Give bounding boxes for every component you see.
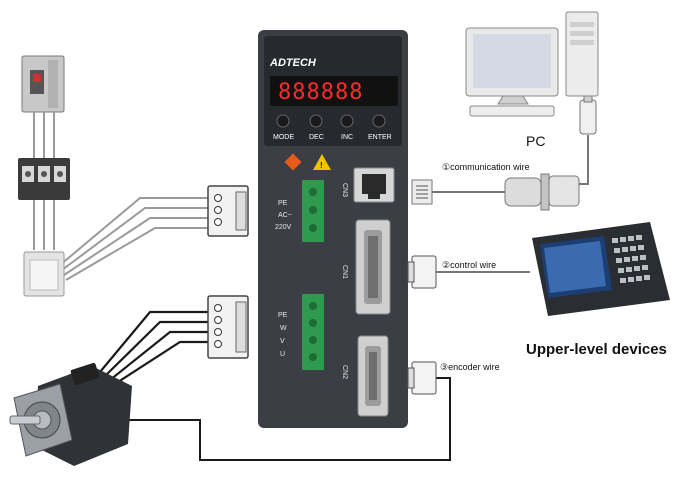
power-terminal-block (302, 180, 324, 242)
mode-button[interactable] (276, 114, 290, 128)
power-label-220v: 220V (275, 224, 292, 231)
breaker-links (33, 112, 55, 250)
enter-button[interactable] (372, 114, 386, 128)
usb-plug (579, 93, 597, 135)
cn1-port (355, 219, 391, 315)
mode-button-group (276, 114, 386, 128)
control-plug (407, 255, 437, 289)
cn2-port (357, 335, 389, 417)
communication-wire-label: ①communication wire (442, 162, 530, 172)
rj45-plug (411, 179, 433, 205)
circuit-breaker (21, 55, 65, 113)
power-plug-connector (207, 185, 249, 237)
motor-plug-connector (207, 295, 249, 359)
button-label-enter: ENTER (368, 134, 392, 141)
motor-terminal-block (302, 294, 324, 370)
driver-brand: ADTECH (269, 57, 317, 69)
power-label-ac: AC~ (278, 212, 292, 219)
cn3-port (353, 167, 395, 203)
encoder-wire-label: ③encoder wire (440, 362, 500, 372)
servo-driver: ADTECH 888888 MODE DEC INC ENTER ! PE (258, 30, 408, 428)
servo-motor (9, 362, 132, 466)
cnc-controller (532, 222, 670, 316)
encoder-plug (407, 361, 437, 395)
pc-label: PC (526, 133, 545, 149)
port-label-cn3: CN3 (341, 183, 348, 197)
port-label-cn1: CN1 (341, 265, 348, 279)
pc-computer (465, 11, 599, 117)
motor-label-u: U (280, 351, 285, 358)
port-label-cn2: CN2 (341, 365, 348, 379)
communication-cable (432, 135, 589, 193)
filter-unit (23, 251, 65, 297)
warning-triangle-icon: ! (313, 154, 331, 170)
motor-label-w: W (280, 325, 287, 332)
power-label-pe: PE (278, 200, 288, 207)
upper-level-devices-label: Upper-level devices (526, 341, 667, 358)
button-label-mode: MODE (273, 134, 294, 141)
dec-button[interactable] (309, 114, 323, 128)
control-wire-label: ②control wire (442, 260, 496, 270)
motor-power-wires (99, 310, 210, 385)
inc-button[interactable] (340, 114, 354, 128)
contactor (18, 158, 70, 200)
button-label-dec: DEC (309, 134, 324, 141)
motor-label-pe: PE (278, 312, 288, 319)
serial-connector (504, 173, 580, 211)
motor-label-v: V (280, 338, 285, 345)
warning-orange-icon (284, 153, 302, 171)
segment-display: 888888 (278, 80, 363, 105)
encoder-cable (124, 377, 451, 461)
svg-text:!: ! (320, 161, 323, 170)
button-label-inc: INC (341, 134, 353, 141)
power-wires (59, 197, 210, 281)
